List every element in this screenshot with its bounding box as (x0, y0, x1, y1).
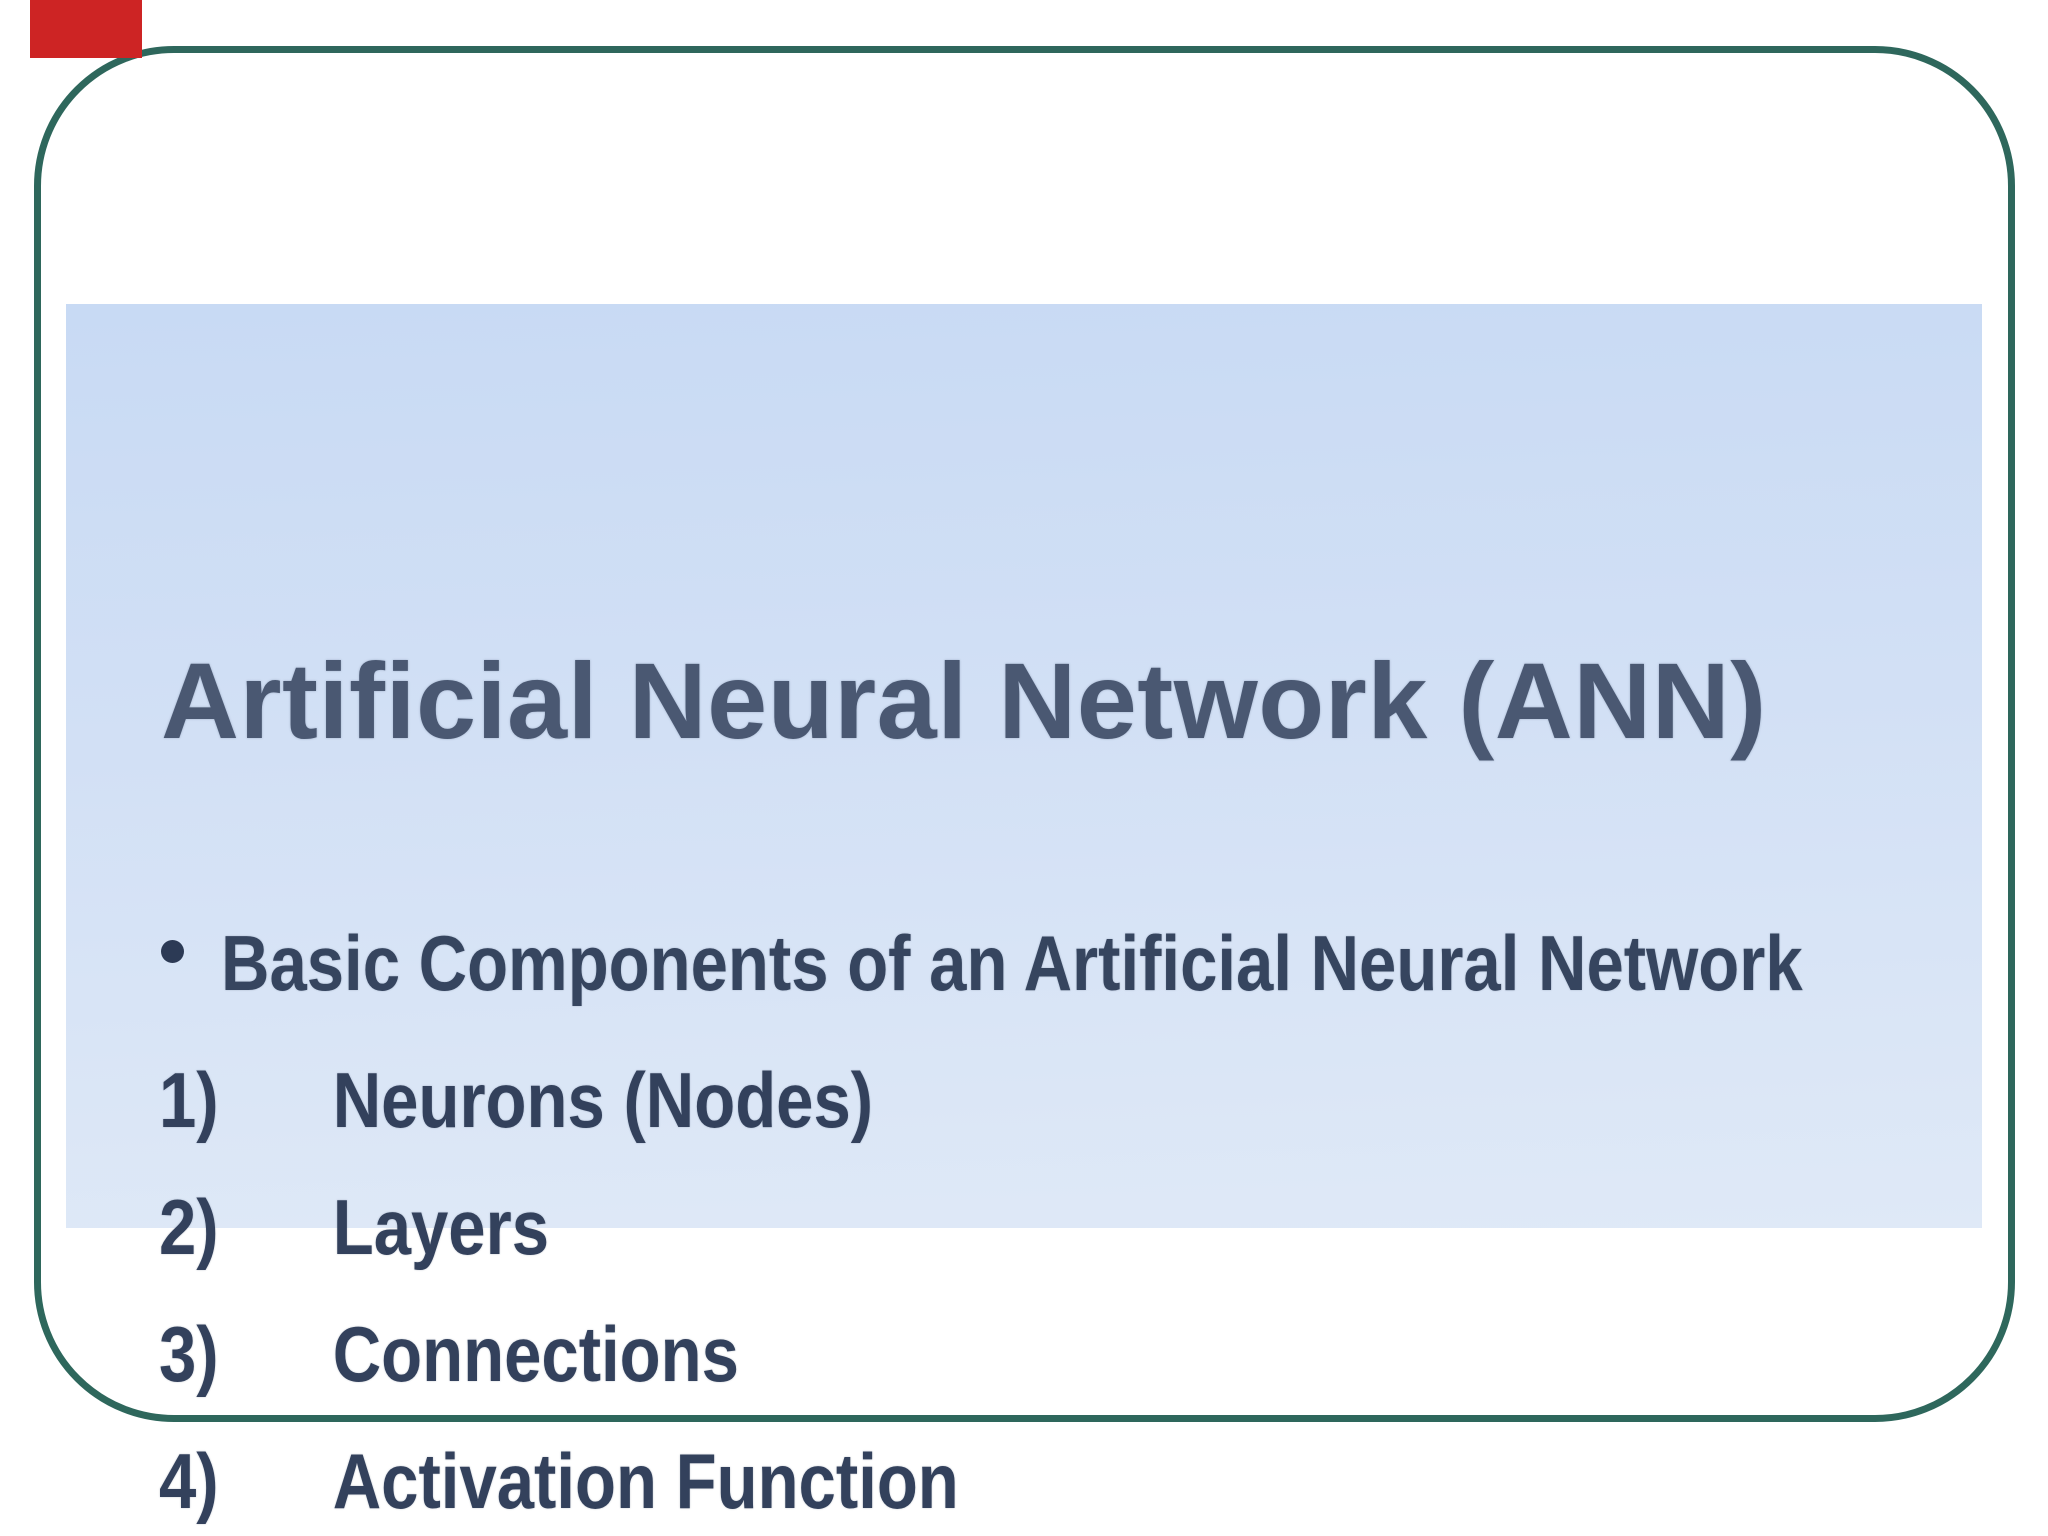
list-item-number: 2) (159, 1183, 219, 1271)
list-item: 4) Activation Function (159, 1437, 959, 1525)
list-item-label: Neurons (Nodes) (332, 1056, 874, 1144)
slide-title: Artificial Neural Network (ANN) (161, 640, 1767, 761)
list-item-number: 3) (159, 1310, 219, 1398)
list-item: 3) Connections (159, 1310, 739, 1398)
slide-panel: Artificial Neural Network (ANN) Basic Co… (66, 304, 1982, 1524)
slide-frame-border (34, 46, 2015, 1422)
bullet-label: Basic Components of an Artificial Neural… (221, 919, 1803, 1007)
bullet-icon (161, 940, 184, 963)
list-item-number: 4) (159, 1437, 219, 1525)
list-item: 2) Layers (159, 1183, 549, 1271)
list-item-label: Connections (332, 1310, 739, 1398)
list-item: 1) Neurons (Nodes) (159, 1056, 873, 1144)
list-item-number: 1) (159, 1056, 219, 1144)
list-item-label: Activation Function (332, 1437, 959, 1525)
list-item-label: Layers (332, 1183, 550, 1271)
red-corner-marker (30, 0, 142, 58)
